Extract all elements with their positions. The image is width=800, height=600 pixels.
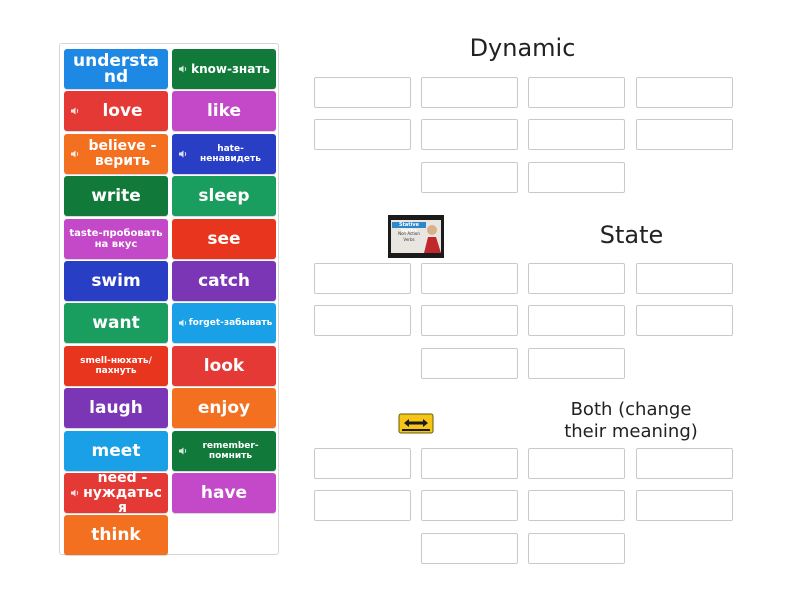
word-tile-label: enjoy — [197, 398, 251, 419]
word-tile-label: look — [203, 355, 245, 376]
word-tile-label: meet — [91, 440, 141, 461]
drop-slot[interactable] — [421, 162, 518, 193]
drop-slot[interactable] — [528, 119, 625, 150]
word-tile[interactable]: sleep — [172, 176, 276, 217]
drop-slot[interactable] — [636, 119, 733, 150]
word-tile-label: believe - верить — [88, 137, 157, 169]
word-tile[interactable]: enjoy — [172, 388, 276, 429]
drop-slot[interactable] — [314, 305, 411, 336]
word-tile-label: know-знать — [191, 61, 270, 76]
drop-slot[interactable] — [421, 263, 518, 294]
drop-slot[interactable] — [421, 305, 518, 336]
word-tile[interactable]: see — [172, 218, 276, 259]
word-tile-label: remember-помнить — [202, 440, 259, 461]
word-tile[interactable]: believe - верить — [64, 133, 168, 174]
drop-slot[interactable] — [636, 490, 733, 521]
drop-slot[interactable] — [314, 263, 411, 294]
word-tile[interactable]: look — [172, 345, 276, 386]
word-tile[interactable]: catch — [172, 261, 276, 301]
drop-slot[interactable] — [528, 490, 625, 521]
word-tile-label: have — [200, 483, 248, 503]
word-tile-label: write — [91, 186, 141, 207]
speaker-icon[interactable] — [70, 106, 80, 116]
word-tile[interactable]: swim — [64, 261, 168, 301]
word-tile-bank: understand know-знать love like believe - ве… — [59, 43, 279, 556]
thumb-text-line-2: Non Action — [398, 231, 420, 236]
drop-slot[interactable] — [421, 348, 518, 379]
drop-slot[interactable] — [314, 490, 411, 521]
word-tile[interactable]: like — [172, 91, 276, 132]
word-tile-label: sleep — [198, 186, 250, 207]
group-title-both: Both (change their meaning) — [564, 399, 698, 442]
speaker-icon[interactable] — [178, 446, 188, 456]
road-sign-thumbnail[interactable] — [398, 407, 434, 439]
group-title-dynamic: Dynamic — [469, 34, 576, 62]
word-tile-label: smell-нюхать/пахнуть — [80, 355, 152, 376]
word-tile-label: hate-ненавидеть — [200, 143, 261, 164]
drop-slot[interactable] — [314, 448, 411, 479]
word-tile[interactable]: hate-ненавидеть — [172, 133, 276, 174]
drop-slot[interactable] — [528, 348, 625, 379]
word-tile[interactable]: smell-нюхать/пахнуть — [64, 345, 168, 386]
word-tile[interactable]: have — [172, 473, 276, 513]
word-tile-label: taste-пробовать на вкус — [69, 227, 163, 250]
speaker-icon[interactable] — [178, 318, 188, 328]
drop-slot[interactable] — [314, 119, 411, 150]
drop-slot[interactable] — [421, 533, 518, 564]
word-tile-label: think — [91, 525, 141, 546]
drop-slot[interactable] — [636, 263, 733, 294]
word-tile[interactable]: want — [64, 303, 168, 344]
word-tile-label: want — [92, 313, 140, 334]
drop-slot[interactable] — [421, 448, 518, 479]
road-sign-image — [398, 407, 434, 439]
drop-slot[interactable] — [528, 162, 625, 193]
drop-slot[interactable] — [528, 448, 625, 479]
drop-slot[interactable] — [528, 305, 625, 336]
word-tile-label: forget-забывать — [188, 318, 273, 329]
word-tile-label: understand — [72, 51, 159, 87]
word-tile[interactable]: think — [64, 515, 168, 556]
drop-slot[interactable] — [421, 119, 518, 150]
word-tile-label: swim — [91, 271, 141, 291]
speaker-icon[interactable] — [70, 488, 80, 498]
drop-slot[interactable] — [421, 77, 518, 108]
drop-slot[interactable] — [636, 77, 733, 108]
word-tile[interactable]: laugh — [64, 388, 168, 429]
speaker-icon[interactable] — [178, 149, 188, 159]
word-tile[interactable]: love — [64, 91, 168, 132]
drop-slot[interactable] — [528, 533, 625, 564]
word-tile[interactable]: need - нуждаться — [64, 469, 168, 516]
speaker-icon[interactable] — [70, 149, 80, 159]
drop-slot[interactable] — [314, 77, 411, 108]
word-tile[interactable]: remember-помнить — [172, 430, 276, 471]
word-tile-label: love — [102, 101, 143, 122]
drop-slot[interactable] — [528, 263, 625, 294]
word-tile-label: catch — [198, 271, 250, 291]
word-tile-label: need - нуждаться — [83, 469, 162, 516]
word-tile[interactable]: forget-забывать — [172, 303, 276, 344]
stative-verbs-image — [388, 215, 444, 258]
group-title-state: State — [599, 221, 664, 249]
drop-slot[interactable] — [528, 77, 625, 108]
stative-verbs-thumbnail[interactable]: Stative Verbs Non Action Verbs — [388, 215, 444, 258]
word-tile-label: see — [207, 228, 241, 249]
word-tile[interactable]: meet — [64, 430, 168, 471]
word-tile-label: laugh — [89, 398, 143, 419]
thumb-text-line-3: Verbs — [403, 237, 415, 242]
word-tile[interactable]: understand — [64, 49, 168, 89]
word-tile[interactable]: know-знать — [172, 49, 276, 89]
word-tile[interactable]: taste-пробовать на вкус — [64, 218, 168, 259]
drop-slot[interactable] — [636, 448, 733, 479]
drop-slot[interactable] — [421, 490, 518, 521]
thumb-text-line-1: Stative Verbs — [398, 222, 420, 234]
speaker-icon[interactable] — [178, 64, 188, 74]
word-tile-label: like — [206, 101, 242, 122]
drop-slot[interactable] — [636, 305, 733, 336]
word-tile[interactable]: write — [64, 176, 168, 217]
